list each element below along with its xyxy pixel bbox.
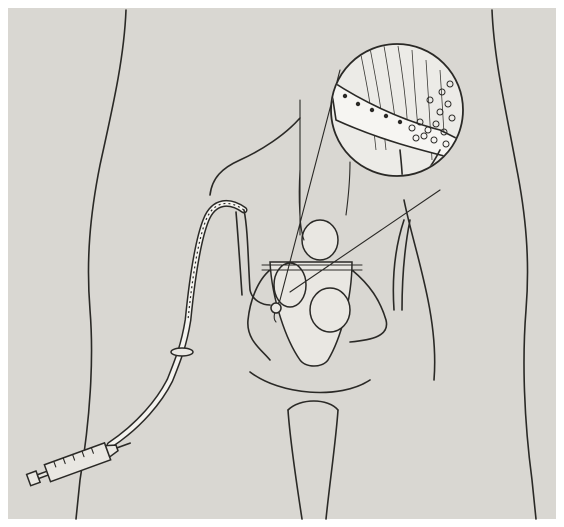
right-frame: [556, 0, 564, 527]
fibroid-top: [302, 220, 338, 260]
fibroid-right: [310, 288, 350, 332]
bottom-frame: [0, 519, 564, 527]
catheter-tube-icon: [110, 203, 270, 445]
reproductive-organs: [248, 162, 410, 366]
top-frame: [0, 0, 564, 8]
left-frame: [0, 0, 8, 527]
